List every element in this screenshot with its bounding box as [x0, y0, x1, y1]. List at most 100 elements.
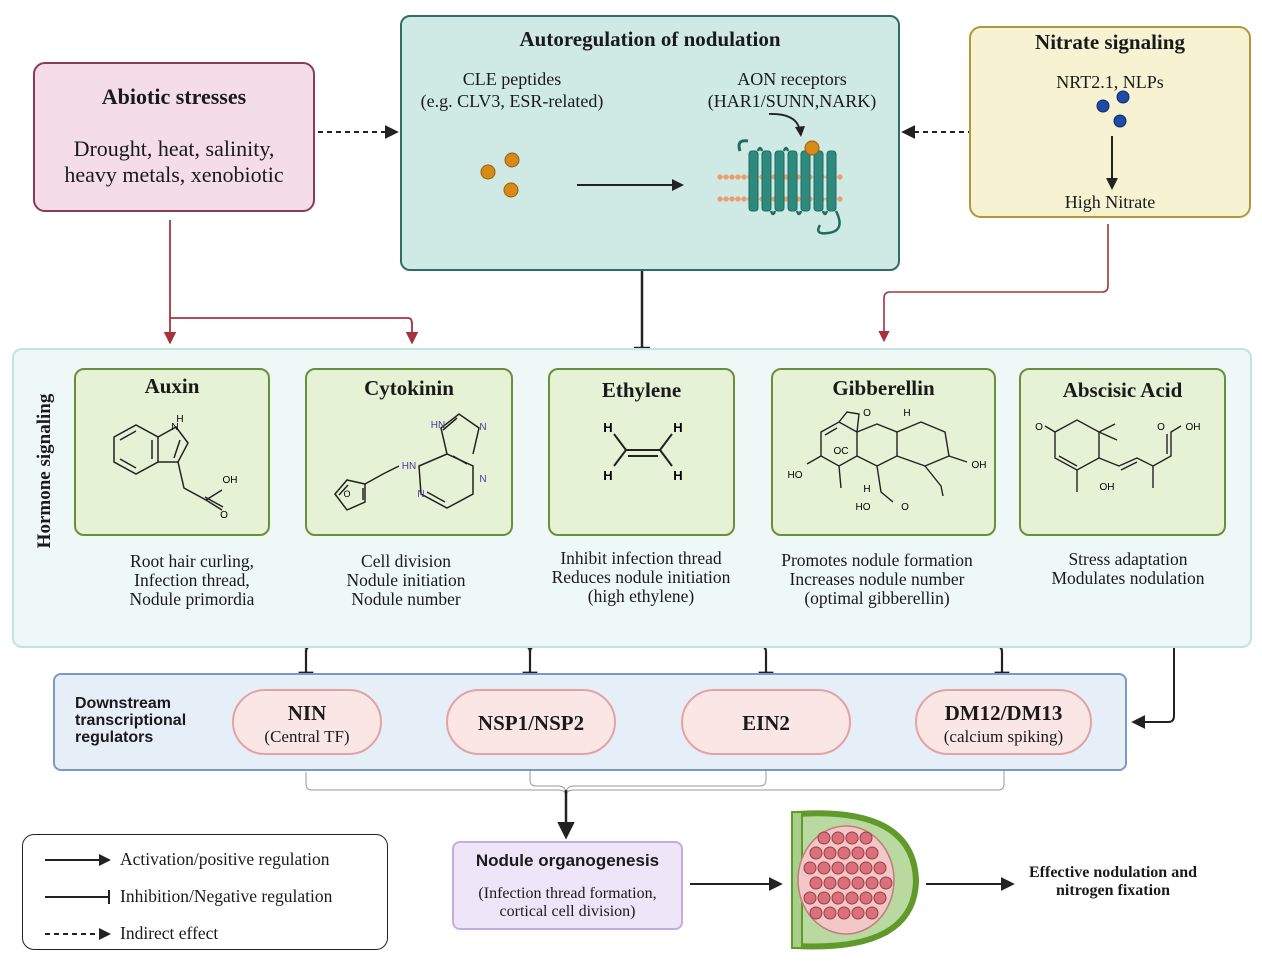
ethylene-h3: H	[603, 468, 612, 483]
auxin-box: Auxin N H OH O	[74, 368, 270, 536]
hormone-side-label-wrap: Hormone signaling	[30, 370, 60, 580]
legend-indirect-label: Indirect effect	[120, 923, 219, 943]
cytokinin-n1: N	[479, 422, 486, 433]
gibberellin-structure-icon: O H OC HO H HO O OH	[788, 408, 987, 513]
receptor-protein	[737, 139, 841, 235]
infected-cell	[823, 906, 837, 920]
ethylene-effect-2: Reduces nodule initiation	[551, 567, 731, 587]
gibberellin-ho: HO	[788, 470, 803, 481]
auxin-effect-1: Root hair curling,	[130, 551, 254, 571]
gibberellin-h-mid: H	[863, 484, 870, 495]
infected-cell	[859, 861, 873, 875]
infected-cell	[865, 876, 879, 890]
aba-o-acid: O	[1157, 422, 1165, 433]
aon-receptors-names: (HAR1/SUNN,NARK)	[707, 91, 877, 111]
gibberellin-oh: OH	[972, 460, 987, 471]
infected-cell	[809, 876, 823, 890]
aon-title: Autoregulation of nodulation	[519, 27, 781, 51]
infected-cell	[851, 876, 865, 890]
abscisic-acid-effects: Stress adaptation Modulates nodulation	[1024, 550, 1232, 588]
infected-cell	[837, 876, 851, 890]
gibberellin-o-top: O	[863, 408, 871, 419]
cytokinin-effect-1: Cell division	[361, 551, 451, 571]
cytokinin-o: O	[343, 489, 350, 499]
abiotic-line-2: heavy metals, xenobiotic	[64, 162, 284, 187]
regulator-nin-title: NIN	[287, 701, 327, 725]
cytokinin-n2: N	[417, 489, 424, 500]
gibberellin-label: Gibberellin	[832, 376, 935, 400]
aon-box: Autoregulation of nodulation CLE peptide…	[400, 15, 900, 271]
nitrate-ion	[1096, 99, 1110, 113]
cytokinin-box: Cytokinin O HN HN N N N	[305, 368, 513, 536]
auxin-structure-icon: N H OH O	[113, 414, 238, 521]
auxin-effect-3: Nodule primordia	[129, 589, 255, 609]
bound-cle-peptide	[804, 140, 820, 156]
infected-cell	[823, 876, 837, 890]
nitrate-to-gibberellin-arrow	[878, 224, 1109, 343]
infected-cell	[845, 861, 859, 875]
cle-peptides-examples: (e.g. CLV3, ESR-related)	[420, 91, 604, 111]
downstream-label-1: Downstream	[75, 695, 172, 712]
cle-peptides-label: CLE peptides	[462, 69, 562, 89]
infected-cell	[851, 906, 865, 920]
gibberellin-effect-1: Promotes nodule formation	[781, 550, 973, 570]
abiotic-title: Abiotic stresses	[101, 84, 247, 109]
infected-cell	[817, 831, 831, 845]
nodule-cross-section-icon	[791, 810, 920, 950]
regulator-nsp-title: NSP1/NSP2	[477, 711, 585, 735]
auxin-effects: Root hair curling, Infection thread, Nod…	[92, 552, 292, 609]
abscisic-acid-structure-icon: O OH O OH	[1035, 419, 1201, 493]
nitrate-ion	[1113, 114, 1127, 128]
regulator-nin: NIN (Central TF)	[232, 689, 382, 755]
nitrate-ion	[1116, 90, 1130, 104]
outcome-text: Effective nodulation and nitrogen fixati…	[1010, 864, 1216, 900]
infected-cell	[837, 846, 851, 860]
infected-cell	[809, 846, 823, 860]
organogenesis-line-1: (Infection thread formation,	[478, 885, 657, 902]
ethylene-h4: H	[673, 468, 682, 483]
infected-cell	[865, 906, 879, 920]
abscisic-acid-effect-2: Modulates nodulation	[1051, 568, 1205, 588]
organogenesis-title: Nodule organogenesis	[475, 851, 660, 870]
infected-cell	[831, 831, 845, 845]
infected-cell	[817, 891, 831, 905]
infected-cell	[879, 876, 893, 890]
binding-arrow	[768, 113, 801, 132]
cytokinin-effect-2: Nodule initiation	[346, 570, 466, 590]
cytokinin-hn-link: HN	[402, 461, 416, 472]
aba-oh-acid: OH	[1186, 422, 1201, 433]
ethylene-effect-3: (high ethylene)	[587, 586, 695, 606]
outcome-line-1: Effective nodulation and	[1028, 864, 1197, 881]
legend-inhibition-label: Inhibition/Negative regulation	[120, 886, 333, 906]
infected-cell	[831, 861, 845, 875]
infected-cell	[851, 846, 865, 860]
gibberellin-o-acid: O	[901, 502, 909, 513]
aba-o-ring: O	[1035, 422, 1043, 433]
aon-illustration	[480, 113, 843, 235]
cytokinin-effects: Cell division Nodule initiation Nodule n…	[306, 552, 506, 609]
abscisic-acid-effect-1: Stress adaptation	[1068, 549, 1188, 569]
abscisic-acid-label: Abscisic Acid	[1062, 378, 1183, 402]
infected-cell	[873, 891, 887, 905]
cle-peptide	[503, 182, 519, 198]
nitrate-signaling-box: Nitrate signaling NRT2.1, NLPs High Nitr…	[969, 26, 1251, 218]
auxin-label: Auxin	[144, 374, 200, 398]
aba-oh-ring: OH	[1100, 482, 1115, 493]
legend: Activation/positive regulation Inhibitio…	[22, 834, 388, 950]
regulator-dm12-dm13: DM12/DM13 (calcium spiking)	[915, 689, 1092, 755]
regulator-nin-sub: (Central TF)	[264, 727, 350, 746]
ethylene-effect-1: Inhibit infection thread	[560, 548, 722, 568]
gibberellin-h-top: H	[903, 408, 910, 419]
ethylene-box: Ethylene H H H H	[548, 368, 735, 536]
nin-to-organo-line	[305, 772, 567, 797]
aba-to-dm-arrow	[1131, 590, 1175, 729]
regulator-nsp1-nsp2: NSP1/NSP2	[446, 689, 616, 755]
cle-peptide	[480, 164, 496, 180]
auxin-nh-n: N	[171, 422, 178, 433]
aon-receptors-label: AON receptors	[737, 69, 847, 89]
infected-cell	[845, 831, 859, 845]
infected-cell	[817, 861, 831, 875]
legend-symbols	[45, 854, 111, 940]
ethylene-structure-icon: H H H H	[603, 420, 682, 483]
infected-cell	[831, 891, 845, 905]
